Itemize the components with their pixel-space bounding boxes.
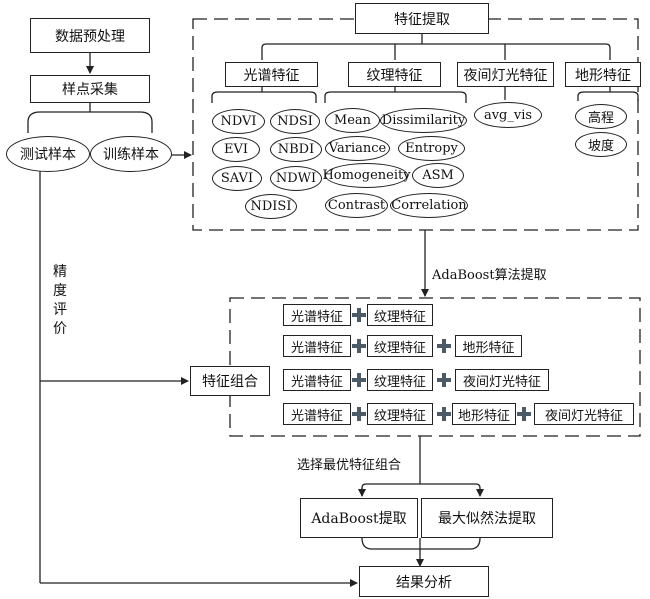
combo-row3-texture: 纹理特征: [367, 369, 433, 391]
sampling-box: 样点采集: [30, 75, 150, 103]
plus-icon: [352, 308, 366, 322]
combo-row4-texture: 纹理特征: [367, 403, 433, 425]
combo-row4-nightlight: 夜间灯光特征: [534, 403, 634, 425]
combo-row4-spectral: 光谱特征: [283, 403, 351, 425]
category-terrain: 地形特征: [565, 62, 641, 87]
combo-row4-terrain: 地形特征: [452, 403, 516, 425]
accuracy-eval-label: 精度评价: [52, 263, 68, 339]
spectral-item: NDWI: [270, 166, 322, 191]
spectral-item: SAVI: [212, 166, 262, 191]
texture-item: Correlation: [390, 193, 468, 218]
plus-icon: [352, 339, 366, 353]
category-nightlight: 夜间灯光特征: [457, 62, 554, 87]
select-best-label: 选择最优特征组合: [297, 457, 402, 473]
accuracy-eval-text: 精度评价: [53, 264, 67, 337]
texture-item: Mean: [325, 108, 380, 133]
test-samples-oval: 测试样本: [6, 136, 90, 172]
combo-row3-spectral: 光谱特征: [283, 369, 351, 391]
spectral-item: NBDI: [270, 137, 322, 162]
spectral-item: EVI: [212, 137, 260, 162]
plus-icon: [517, 407, 531, 421]
plus-icon: [437, 373, 451, 387]
texture-item: Contrast: [325, 193, 388, 218]
spectral-item: NDISI: [245, 194, 297, 219]
texture-item: Entropy: [398, 136, 465, 161]
texture-item: Variance: [325, 136, 390, 161]
adaboost-algo-label: AdaBoost算法提取: [432, 267, 547, 283]
combo-row2-spectral: 光谱特征: [283, 335, 351, 357]
combo-row2-texture: 纹理特征: [367, 335, 433, 357]
combo-row1-spectral: 光谱特征: [283, 304, 351, 326]
texture-item: Dissimilarity: [380, 108, 467, 133]
plus-icon: [352, 407, 366, 421]
category-spectral: 光谱特征: [225, 62, 318, 87]
spectral-item: NDVI: [212, 109, 265, 134]
ml-extract-box: 最大似然法提取: [421, 498, 553, 538]
category-texture: 纹理特征: [348, 62, 441, 87]
texture-item: ASM: [412, 163, 464, 188]
terrain-item: 高程: [575, 104, 627, 129]
combo-row2-terrain: 地形特征: [455, 335, 522, 357]
plus-icon: [437, 339, 451, 353]
plus-icon: [352, 373, 366, 387]
preprocess-box: 数据预处理: [30, 18, 150, 53]
plus-icon: [437, 407, 451, 421]
train-samples-oval: 训练样本: [90, 136, 172, 172]
result-analysis-box: 结果分析: [359, 566, 489, 597]
combo-row1-texture: 纹理特征: [367, 304, 433, 326]
combo-row3-nightlight: 夜间灯光特征: [455, 369, 549, 391]
terrain-item: 坡度: [575, 132, 627, 157]
spectral-item: NDSI: [270, 109, 320, 134]
nightlight-item: avg_vis: [474, 102, 542, 128]
feature-extract-box: 特征提取: [355, 3, 489, 34]
feature-combo-box: 特征组合: [190, 366, 270, 396]
adaboost-extract-box: AdaBoost提取: [300, 498, 418, 538]
texture-item: Homogeneity: [322, 163, 411, 188]
